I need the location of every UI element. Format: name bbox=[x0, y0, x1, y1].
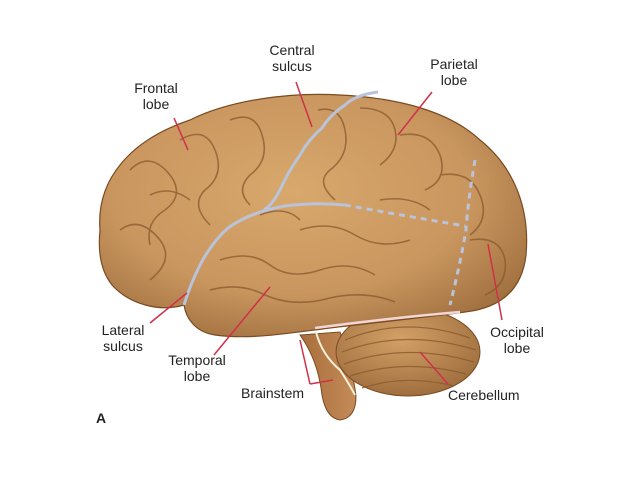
brainstem-leader-a bbox=[299, 339, 311, 385]
cerebellum-border-line bbox=[314, 310, 461, 330]
label-frontal-lobe: Frontal lobe bbox=[134, 80, 178, 112]
label-parietal-lobe: Parietal lobe bbox=[430, 56, 478, 88]
brainstem-leader-b bbox=[309, 379, 334, 385]
label-central-sulcus: Central sulcus bbox=[269, 42, 315, 74]
central-sulcus-leader bbox=[295, 81, 313, 128]
label-lateral-sulcus: Lateral sulcus bbox=[101, 322, 145, 354]
lateral-sulcus-line bbox=[182, 202, 346, 306]
label-cerebellum: Cerebellum bbox=[448, 387, 520, 403]
label-brainstem: Brainstem bbox=[241, 385, 305, 401]
parietal-lobe-leader bbox=[397, 91, 433, 136]
parieto-occipital-dashed-line bbox=[344, 159, 477, 306]
brainstem-border-line bbox=[315, 331, 356, 396]
leader-lines bbox=[149, 81, 503, 385]
label-occipital-lobe: Occipital lobe bbox=[490, 324, 544, 356]
central-sulcus-line bbox=[263, 90, 379, 212]
label-temporal-lobe: Temporal lobe bbox=[168, 352, 226, 384]
occipital-lobe-leader bbox=[487, 243, 503, 321]
lateral-sulcus-leader bbox=[149, 292, 188, 324]
cerebellum-leader bbox=[419, 351, 449, 385]
frontal-lobe-leader bbox=[173, 117, 189, 151]
temporal-lobe-leader bbox=[213, 286, 271, 356]
cerebrum-shape bbox=[98, 93, 528, 338]
cerebellum-folia bbox=[341, 326, 477, 389]
panel-letter: A bbox=[96, 410, 107, 426]
